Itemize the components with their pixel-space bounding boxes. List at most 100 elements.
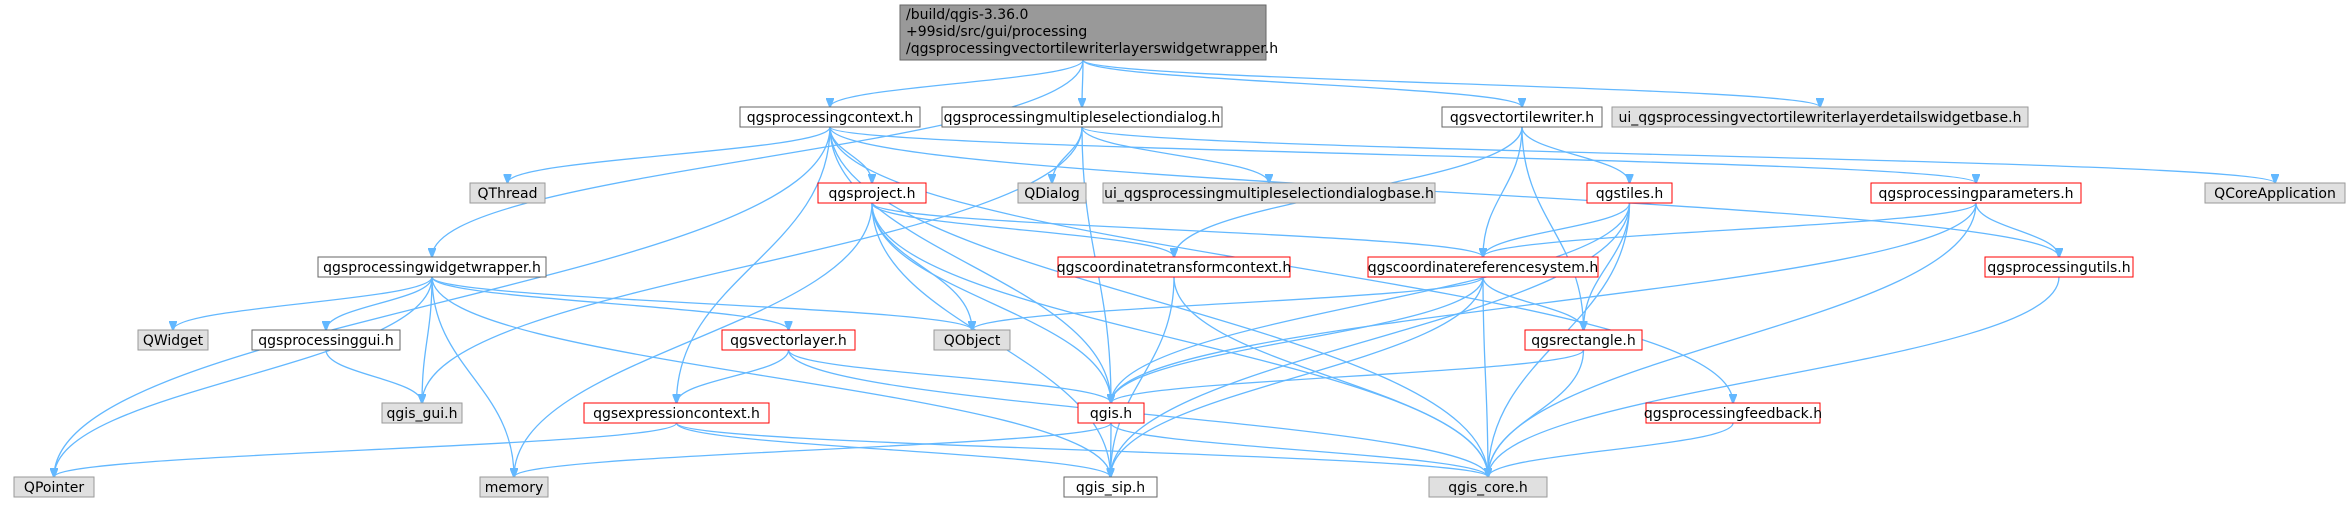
node-qgisgui-label: qgis_gui.h bbox=[387, 406, 458, 422]
node-ui_multi[interactable]: ui_qgsprocessingmultipleselectiondialogb… bbox=[1102, 182, 1436, 204]
node-utils[interactable]: qgsprocessingutils.h bbox=[1984, 256, 2134, 278]
node-qwidget[interactable]: QWidget bbox=[137, 329, 209, 351]
node-crs-box bbox=[1367, 256, 1599, 278]
edge-multisel-to-qcoreapp bbox=[1081, 126, 2275, 183]
node-params[interactable]: qgsprocessingparameters.h bbox=[1870, 182, 2082, 204]
node-qdialog-box bbox=[1017, 182, 1087, 204]
node-multisel[interactable]: qgsprocessingmultipleselectiondialog.h bbox=[941, 106, 1223, 128]
node-feedback-label: qgsprocessingfeedback.h bbox=[1644, 406, 1822, 422]
edge-procgui-to-qgisgui bbox=[325, 349, 422, 403]
node-project-box bbox=[817, 182, 927, 204]
node-vlayer-label: qgsvectorlayer.h bbox=[730, 333, 847, 349]
node-utils-box bbox=[1984, 256, 2134, 278]
edge-params-to-utils bbox=[1975, 202, 2059, 257]
node-project[interactable]: qgsproject.h bbox=[817, 182, 927, 204]
edge-qgis-to-core bbox=[1110, 422, 1488, 477]
edge-context-to-utils bbox=[829, 126, 2059, 257]
node-root[interactable]: /build/qgis-3.36.0+99sid/src/gui/process… bbox=[899, 4, 1278, 61]
node-root-label: +99sid/src/gui/processing bbox=[906, 24, 1087, 40]
edge-qgis-to-memory bbox=[514, 422, 1112, 477]
node-context-box bbox=[739, 106, 921, 128]
node-rect-box bbox=[1524, 329, 1643, 351]
nodes-layer: /build/qgis-3.36.0+99sid/src/gui/process… bbox=[13, 4, 2346, 498]
node-utils-label: qgsprocessingutils.h bbox=[1987, 260, 2130, 276]
edge-context-to-qthread bbox=[508, 126, 831, 183]
node-sip[interactable]: qgis_sip.h bbox=[1063, 476, 1158, 498]
edge-widgetwrapper-to-vlayer bbox=[431, 276, 789, 330]
edge-widgetwrapper-to-qobject bbox=[431, 276, 972, 330]
node-qpointer-label: QPointer bbox=[24, 480, 84, 496]
node-procgui[interactable]: qgsprocessinggui.h bbox=[251, 329, 401, 351]
node-qobject[interactable]: QObject bbox=[933, 329, 1011, 351]
edges-layer bbox=[54, 59, 2275, 477]
edge-project-to-memory bbox=[514, 202, 873, 477]
edge-project-to-crs bbox=[871, 202, 1483, 257]
node-qpointer-box bbox=[13, 476, 95, 498]
node-rect[interactable]: qgsrectangle.h bbox=[1524, 329, 1643, 351]
node-qdialog-label: QDialog bbox=[1024, 186, 1080, 202]
edge-rect-to-qgis bbox=[1111, 349, 1585, 403]
node-qgis[interactable]: qgis.h bbox=[1077, 402, 1145, 424]
node-context-label: qgsprocessingcontext.h bbox=[747, 110, 914, 126]
edge-context-to-qpointer bbox=[54, 126, 831, 477]
edge-widgetwrapper-to-sip bbox=[431, 276, 1111, 477]
node-params-label: qgsprocessingparameters.h bbox=[1878, 186, 2073, 202]
node-feedback[interactable]: qgsprocessingfeedback.h bbox=[1644, 402, 1822, 424]
node-qdialog[interactable]: QDialog bbox=[1017, 182, 1087, 204]
node-memory-label: memory bbox=[485, 480, 544, 496]
node-multisel-box bbox=[941, 106, 1223, 128]
node-qgisgui-box bbox=[381, 402, 463, 424]
node-rect-label: qgsrectangle.h bbox=[1531, 333, 1635, 349]
node-exprctx[interactable]: qgsexpressioncontext.h bbox=[583, 402, 770, 424]
edge-widgetwrapper-to-qpointer bbox=[54, 276, 433, 477]
node-qpointer[interactable]: QPointer bbox=[13, 476, 95, 498]
edge-project-to-ctc bbox=[871, 202, 1174, 257]
edge-root-to-widgetwrapper bbox=[432, 59, 1084, 257]
node-ui_vtw[interactable]: ui_qgsprocessingvectortilewriterlayerdet… bbox=[1611, 106, 2029, 128]
node-qcoreapp[interactable]: QCoreApplication bbox=[2204, 182, 2346, 204]
node-qgisgui[interactable]: qgis_gui.h bbox=[381, 402, 463, 424]
node-tiles[interactable]: qgstiles.h bbox=[1586, 182, 1673, 204]
edge-multisel-to-qgisgui bbox=[422, 126, 1083, 403]
node-core[interactable]: qgis_core.h bbox=[1428, 476, 1548, 498]
node-memory[interactable]: memory bbox=[479, 476, 549, 498]
node-ctc-box bbox=[1057, 256, 1291, 278]
node-crs[interactable]: qgscoordinatereferencesystem.h bbox=[1367, 256, 1599, 278]
node-sip-label: qgis_sip.h bbox=[1076, 480, 1145, 496]
node-qgis-box bbox=[1077, 402, 1145, 424]
node-root-label: /qgsprocessingvectortilewriterlayerswidg… bbox=[906, 41, 1278, 57]
node-sip-box bbox=[1063, 476, 1158, 498]
node-ctc[interactable]: qgscoordinatetransformcontext.h bbox=[1057, 256, 1291, 278]
node-vlayer[interactable]: qgsvectorlayer.h bbox=[721, 329, 856, 351]
edge-project-to-qgis bbox=[871, 202, 1111, 403]
node-qcoreapp-label: QCoreApplication bbox=[2214, 186, 2336, 202]
edge-root-to-vtwriter bbox=[1082, 59, 1522, 107]
node-context[interactable]: qgsprocessingcontext.h bbox=[739, 106, 921, 128]
node-core-box bbox=[1428, 476, 1548, 498]
edge-root-to-context bbox=[830, 59, 1084, 107]
edge-utils-to-core bbox=[1488, 276, 2060, 477]
edge-crs-to-qgis bbox=[1111, 276, 1484, 403]
edge-multisel-to-ui_multi bbox=[1081, 126, 1269, 183]
node-widgetwrapper[interactable]: qgsprocessingwidgetwrapper.h bbox=[317, 256, 547, 278]
node-qwidget-label: QWidget bbox=[143, 333, 204, 349]
node-vtwriter[interactable]: qgsvectortilewriter.h bbox=[1441, 106, 1603, 128]
node-tiles-box bbox=[1586, 182, 1673, 204]
edge-crs-to-rect bbox=[1482, 276, 1584, 330]
node-core-label: qgis_core.h bbox=[1448, 480, 1528, 496]
node-ui_vtw-box bbox=[1611, 106, 2029, 128]
edge-tiles-to-sip bbox=[1111, 202, 1631, 477]
edge-root-to-ui_vtw bbox=[1082, 59, 1820, 107]
node-qthread[interactable]: QThread bbox=[469, 182, 546, 204]
node-ctc-label: qgscoordinatetransformcontext.h bbox=[1057, 260, 1291, 276]
edge-tiles-to-qgis bbox=[1111, 202, 1631, 403]
edge-vlayer-to-qgis bbox=[787, 349, 1112, 403]
node-feedback-box bbox=[1645, 402, 1821, 424]
node-vtwriter-box bbox=[1441, 106, 1603, 128]
node-widgetwrapper-box bbox=[317, 256, 547, 278]
node-exprctx-box bbox=[583, 402, 770, 424]
edge-widgetwrapper-to-memory bbox=[431, 276, 514, 477]
edge-feedback-to-core bbox=[1488, 422, 1734, 477]
node-qgis-label: qgis.h bbox=[1090, 406, 1132, 422]
node-procgui-label: qgsprocessinggui.h bbox=[258, 333, 394, 349]
